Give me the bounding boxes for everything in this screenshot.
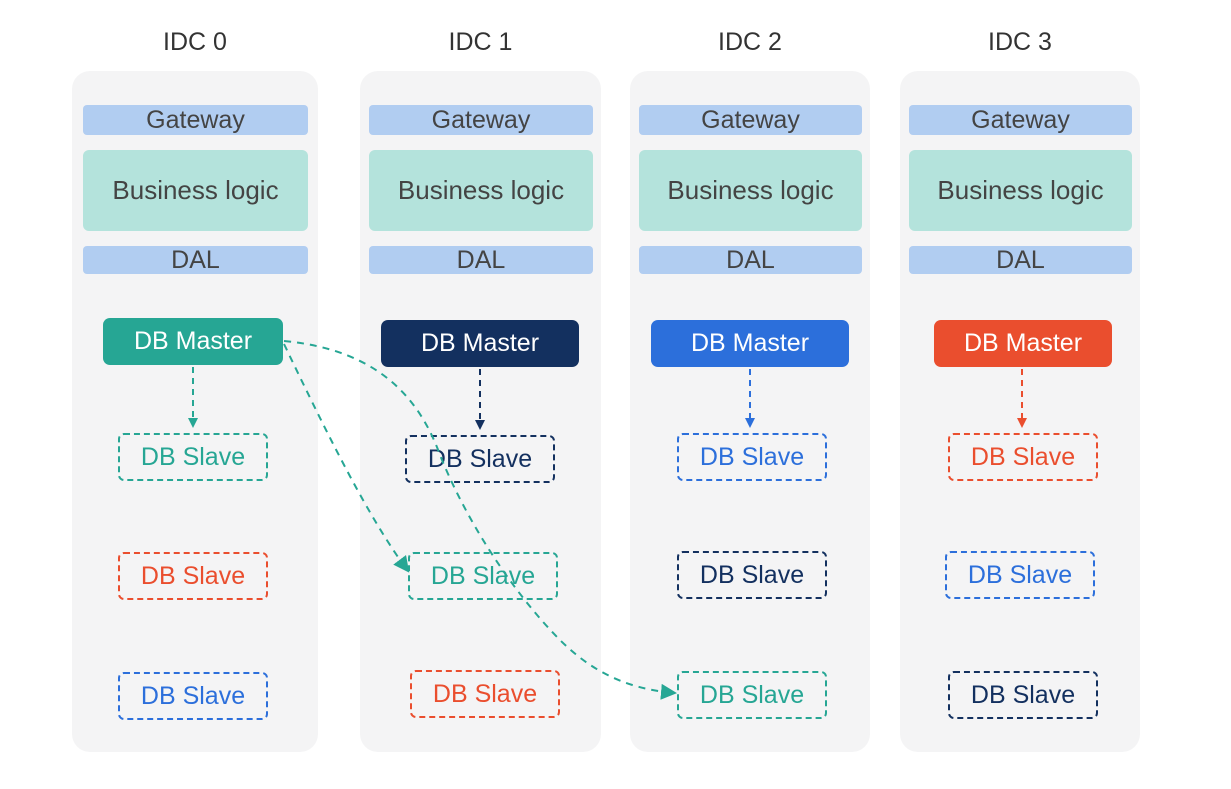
idc-1-gateway: Gateway [369, 105, 593, 135]
idc-2-dal: DAL [639, 246, 862, 274]
idc-1-db-master: DB Master [381, 320, 579, 367]
idc-3-db-slave-1: DB Slave [948, 433, 1098, 481]
idc-2-db-master: DB Master [651, 320, 849, 367]
idc-1-business-logic: Business logic [369, 150, 593, 231]
idc-2-db-slave-2: DB Slave [677, 551, 827, 599]
idc-0-db-slave-1: DB Slave [118, 433, 268, 481]
idc-3-business-logic: Business logic [909, 150, 1132, 231]
idc-0-db-master: DB Master [103, 318, 283, 365]
idc-1-db-slave-3: DB Slave [410, 670, 560, 718]
idc-2-business-logic: Business logic [639, 150, 862, 231]
idc-3-db-slave-3: DB Slave [948, 671, 1098, 719]
idc-0-dal: DAL [83, 246, 308, 274]
idc-3-db-slave-2: DB Slave [945, 551, 1095, 599]
idc-0-db-slave-3: DB Slave [118, 672, 268, 720]
idc-1-dal: DAL [369, 246, 593, 274]
idc-0-title: IDC 0 [163, 28, 227, 56]
idc-1-db-slave-2: DB Slave [408, 552, 558, 600]
idc-0-business-logic: Business logic [83, 150, 308, 231]
idc-1-title: IDC 1 [448, 28, 513, 56]
idc-3-gateway: Gateway [909, 105, 1132, 135]
idc-3-title: IDC 3 [988, 28, 1052, 56]
idc-2-db-slave-3: DB Slave [677, 671, 827, 719]
idc-0-db-slave-2: DB Slave [118, 552, 268, 600]
idc-0-gateway: Gateway [83, 105, 308, 135]
idc-2-gateway: Gateway [639, 105, 862, 135]
idc-1-db-slave-1: DB Slave [405, 435, 555, 483]
idc-3-db-master: DB Master [934, 320, 1112, 367]
idc-3-dal: DAL [909, 246, 1132, 274]
idc-2-title: IDC 2 [718, 28, 782, 56]
idc-2-db-slave-1: DB Slave [677, 433, 827, 481]
